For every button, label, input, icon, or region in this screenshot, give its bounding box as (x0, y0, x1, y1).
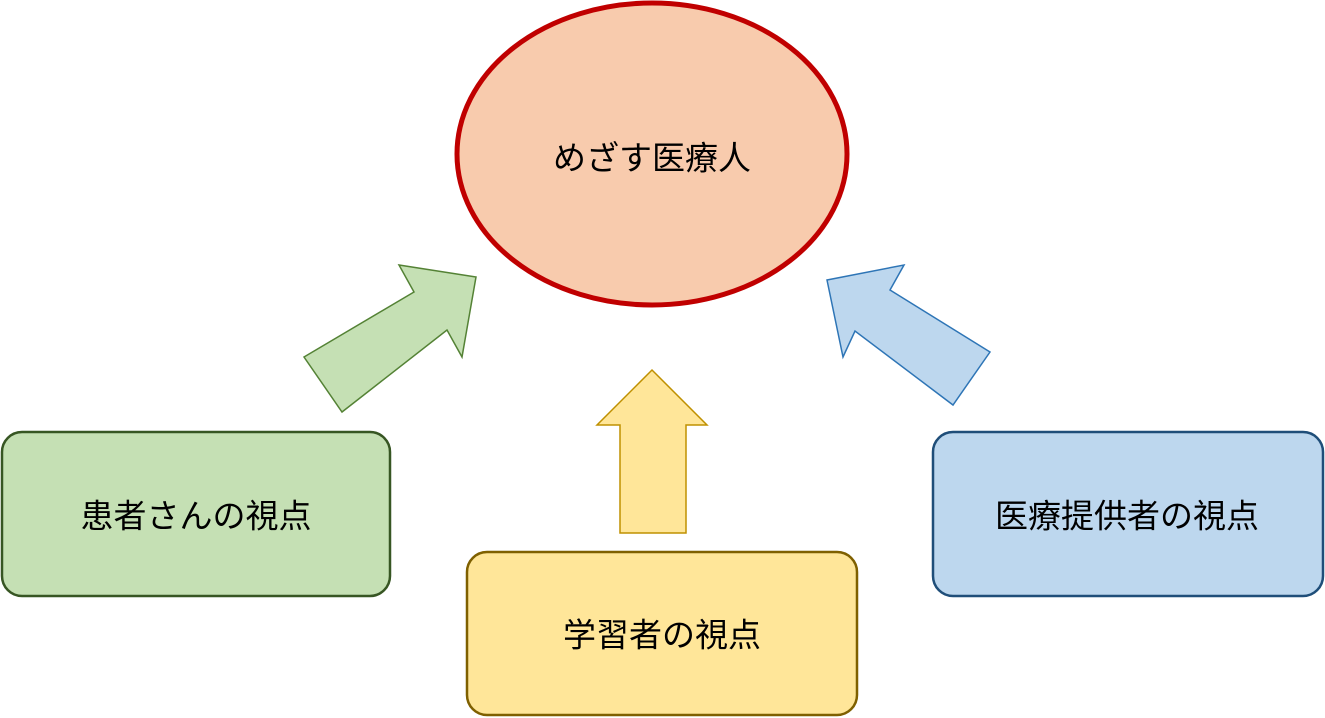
provider-box (931, 430, 1325, 598)
perspective-patient: 患者さんの視点 (0, 430, 392, 598)
goal-ellipse (454, 0, 850, 308)
perspective-learner: 学習者の視点 (465, 550, 859, 717)
goal-node: めざす医療人 (454, 0, 850, 308)
provider-label: 医療提供者の視点 (995, 497, 1259, 536)
arrow-provider-to-goal (826, 263, 992, 407)
patient-label: 患者さんの視点 (81, 497, 312, 536)
perspective-provider: 医療提供者の視点 (931, 430, 1325, 598)
arrow-learner-to-goal (595, 368, 709, 534)
arrow-patient-to-goal (302, 264, 477, 414)
learner-box (465, 550, 859, 717)
learner-label: 学習者の視点 (563, 616, 761, 655)
goal-label: めざす医療人 (553, 139, 751, 178)
patient-box (0, 430, 392, 598)
